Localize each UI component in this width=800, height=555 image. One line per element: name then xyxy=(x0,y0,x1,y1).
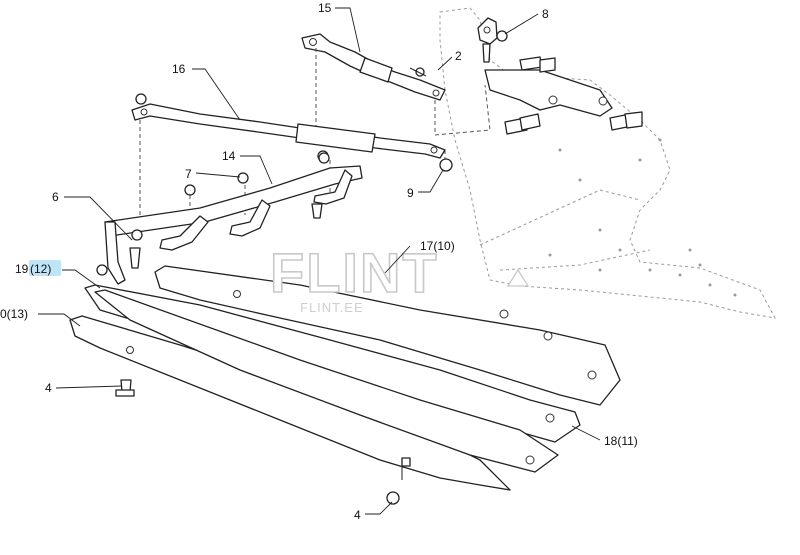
plough-frame xyxy=(439,7,776,319)
blade-17-10 xyxy=(154,265,621,406)
callout-14: 14 xyxy=(222,149,236,163)
callout-7: 7 xyxy=(185,167,192,181)
bracket-bar-14 xyxy=(96,152,363,285)
watermark-site: FLINT.EE xyxy=(300,300,364,315)
leader-lines xyxy=(38,7,601,515)
callout-labels: 15 8 2 16 7 14 9 6 17(10) 19 (12) 0(13) … xyxy=(0,1,638,522)
highlight-box xyxy=(29,260,61,276)
callout-9: 9 xyxy=(407,186,414,200)
bolts-4 xyxy=(115,379,400,505)
callout-16: 16 xyxy=(172,62,186,76)
callout-15: 15 xyxy=(318,1,332,15)
callout-2: 2 xyxy=(455,49,462,63)
watermark-logo: FLINT xyxy=(270,241,439,304)
callout-4-lower: 4 xyxy=(354,508,361,522)
rod-end xyxy=(477,17,508,63)
callout-17-10: 17(10) xyxy=(420,239,455,253)
callout-0-13: 0(13) xyxy=(0,307,28,321)
callout-6: 6 xyxy=(52,190,59,204)
turnbuckle-15 xyxy=(301,33,446,101)
callout-18-11: 18(11) xyxy=(604,434,638,448)
blade-lower xyxy=(94,289,559,473)
callout-8: 8 xyxy=(542,7,549,21)
callout-4-upper: 4 xyxy=(45,381,52,395)
callout-12-highlighted: (12) xyxy=(30,262,51,276)
long-rod-16 xyxy=(131,93,453,172)
watermark: FLINT FLINT.EE xyxy=(269,240,530,315)
upper-bracket xyxy=(484,56,643,135)
callout-19: 19 xyxy=(15,262,29,276)
